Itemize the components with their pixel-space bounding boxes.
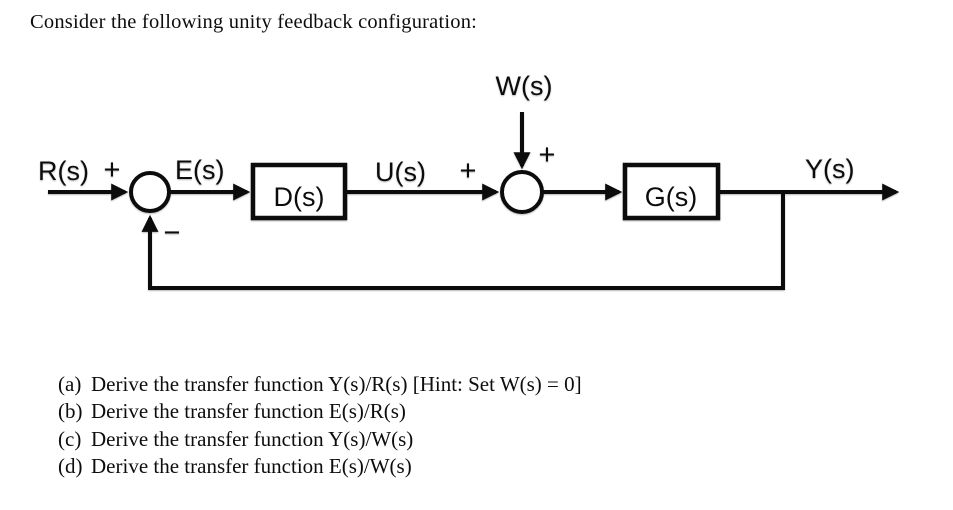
control-plus-sign: + bbox=[460, 155, 477, 187]
feedback-wire bbox=[141, 192, 785, 290]
question-d: (d) Derive the transfer function E(s)/W(… bbox=[58, 453, 582, 480]
plant-block-label: G(s) bbox=[645, 182, 697, 212]
control-signal-label: U(s) bbox=[375, 157, 426, 187]
controller-block bbox=[250, 162, 348, 221]
input-signal-label: R(s) bbox=[38, 156, 89, 186]
question-a-text: Derive the transfer function Y(s)/R(s) [… bbox=[91, 372, 582, 396]
input-plus-sign: + bbox=[104, 154, 121, 186]
question-c-label: (c) bbox=[58, 426, 82, 451]
plant-block bbox=[622, 162, 721, 221]
disturbance-plus-sign: + bbox=[539, 139, 556, 171]
question-d-text: Derive the transfer function E(s)/W(s) bbox=[91, 454, 412, 479]
error-signal-label: E(s) bbox=[175, 155, 225, 185]
controller-block-label: D(s) bbox=[274, 182, 325, 212]
question-b-label: (b) bbox=[58, 399, 83, 424]
question-d-label: (d) bbox=[58, 454, 83, 479]
summing-junction-1 bbox=[129, 171, 171, 213]
question-c-text: Derive the transfer function Y(s)/W(s) bbox=[91, 426, 414, 451]
block-diagram: D(s) G(s) R(s) E(s) U(s) W(s) Y(s) + + +… bbox=[38, 71, 900, 290]
question-a-label: (a) bbox=[58, 372, 82, 396]
question-b: (b) Derive the transfer function E(s)/R(… bbox=[58, 398, 582, 425]
question-a: (a) Derive the transfer function Y(s)/R(… bbox=[58, 371, 582, 398]
feedback-minus-sign: − bbox=[164, 217, 181, 249]
summing-junction-2 bbox=[500, 170, 544, 214]
problem-statement: Consider the following unity feedback co… bbox=[30, 11, 478, 33]
question-b-text: Derive the transfer function E(s)/R(s) bbox=[91, 399, 406, 424]
disturbance-signal-label: W(s) bbox=[496, 71, 553, 101]
question-c: (c) Derive the transfer function Y(s)/W(… bbox=[58, 426, 582, 453]
output-signal-label: Y(s) bbox=[805, 154, 855, 184]
question-list: (a) Derive the transfer function Y(s)/R(… bbox=[58, 371, 582, 481]
